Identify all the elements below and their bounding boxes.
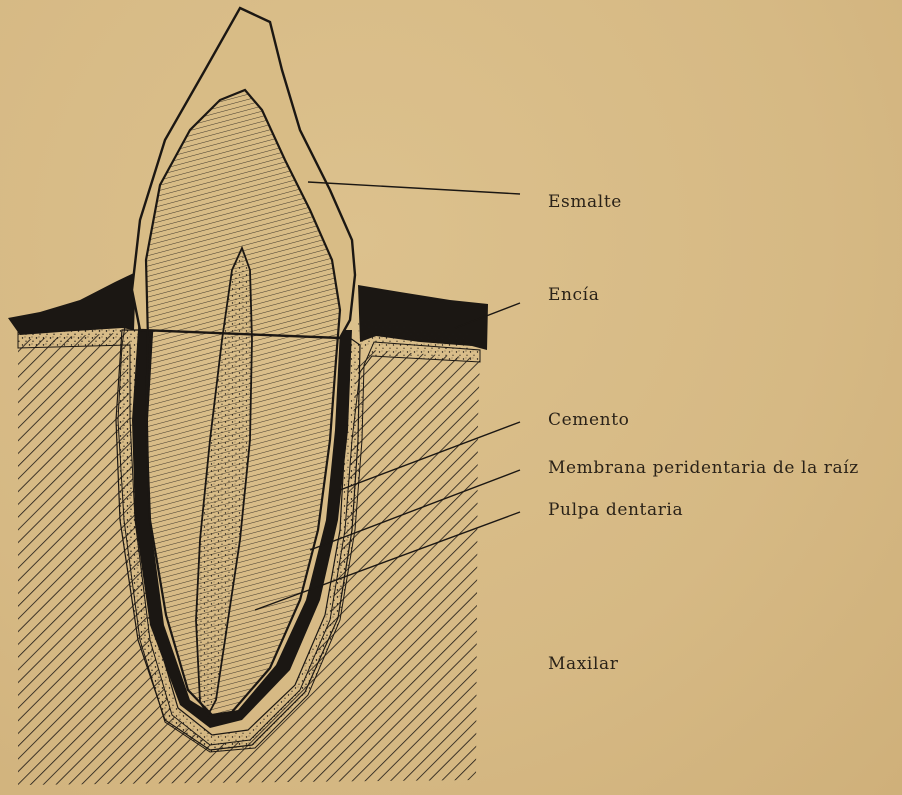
leader-esmalte (308, 182, 520, 194)
label-esmalte: Esmalte (548, 192, 622, 212)
label-maxilar: Maxilar (548, 654, 618, 674)
gum-left (8, 272, 136, 335)
label-membrana: Membrana peridentaria de la raíz (548, 458, 859, 478)
label-cemento: Cemento (548, 410, 629, 430)
label-encia: Encía (548, 285, 599, 305)
label-pulpa: Pulpa dentaria (548, 500, 683, 520)
